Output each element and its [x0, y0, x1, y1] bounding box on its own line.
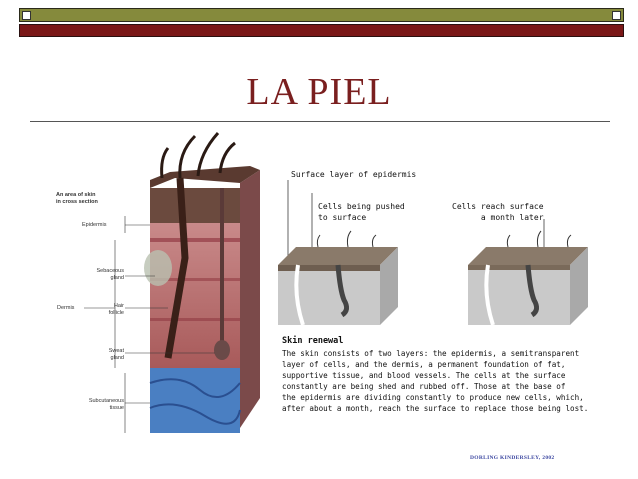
image-credit: DORLING KINDERSLEY, 2002: [470, 455, 555, 461]
label-surface-layer: Surface layer of epidermis: [291, 170, 417, 179]
header-bar-olive: [19, 8, 624, 22]
label-cells-reach-line-2: a month later: [480, 213, 544, 222]
body-line: The skin consists of two layers: the epi…: [282, 349, 580, 358]
header-bar-maroon: [19, 24, 624, 37]
label-sweat-line-1: Sweat: [108, 348, 124, 354]
body-line: constantly are being shed and rubbed off…: [282, 382, 566, 391]
label-subcutaneous-tissue: Subcutaneous tissue: [72, 398, 124, 411]
hair-follicle-shape: [164, 177, 189, 359]
label-sweat-gland: Sweat gland: [100, 348, 124, 361]
label-subcutaneous-line-2: tissue: [109, 404, 124, 411]
skin-cross-section-illustration: [84, 131, 260, 433]
slide-title: LA PIEL: [246, 71, 392, 113]
skin-renewal-body: The skin consists of two layers: the epi…: [282, 348, 588, 414]
hair-strand: [218, 141, 236, 174]
label-hair-line-1: Hair: [113, 303, 124, 309]
skin-top-surface: [150, 166, 260, 188]
label-cells-pushed: Cells being pushed to surface: [318, 201, 405, 223]
hair-strand: [178, 134, 197, 179]
label-cells-reach: Cells reach surface a month later: [452, 201, 544, 223]
label-sebaceous-line-2: gland: [110, 274, 124, 281]
skin-block-after: [468, 230, 588, 325]
label-sebaceous-gland: Sebaceous gland: [92, 268, 124, 281]
cross-section-heading: An area of skin in cross section: [56, 192, 98, 205]
label-cells-pushed-line-1: Cells being pushed: [318, 202, 405, 211]
header-square-right: [612, 11, 621, 20]
label-dermis: Dermis: [57, 305, 75, 311]
hair-strand: [160, 147, 170, 179]
label-cells-pushed-line-2: to surface: [318, 213, 367, 222]
skin-renewal-illustration: [278, 180, 588, 325]
sebaceous-gland-shape: [144, 250, 172, 286]
header-square-left: [22, 11, 31, 20]
epidermis-layer: [150, 188, 240, 223]
block-side-face: [240, 170, 260, 428]
label-sweat-line-2: gland: [110, 354, 124, 361]
label-hair-line-2: follicle: [108, 309, 124, 316]
cross-section-heading-line-1: An area of skin: [56, 192, 96, 198]
body-line: after about a month, reach the surface t…: [282, 404, 589, 413]
cross-section-heading-line-2: in cross section: [56, 198, 98, 205]
hair-strand: [196, 131, 220, 177]
label-epidermis: Epidermis: [82, 222, 107, 228]
skin-block-before: [278, 230, 398, 325]
label-hair-follicle: Hair follicle: [100, 303, 124, 316]
label-sebaceous-line-1: Sebaceous: [96, 268, 124, 274]
label-subcutaneous-line-1: Subcutaneous: [88, 398, 124, 404]
skin-renewal-heading: Skin renewal: [282, 336, 344, 346]
body-line: layer of cells, and the dermis, a perman…: [282, 360, 566, 369]
title-divider: [30, 121, 610, 122]
sweat-gland-shape: [214, 340, 230, 360]
body-line: supportive tissue, and blood vessels. Th…: [282, 371, 566, 380]
body-line: the epidermis are dividing constantly to…: [282, 393, 584, 402]
label-cells-reach-line-1: Cells reach surface: [452, 202, 544, 211]
